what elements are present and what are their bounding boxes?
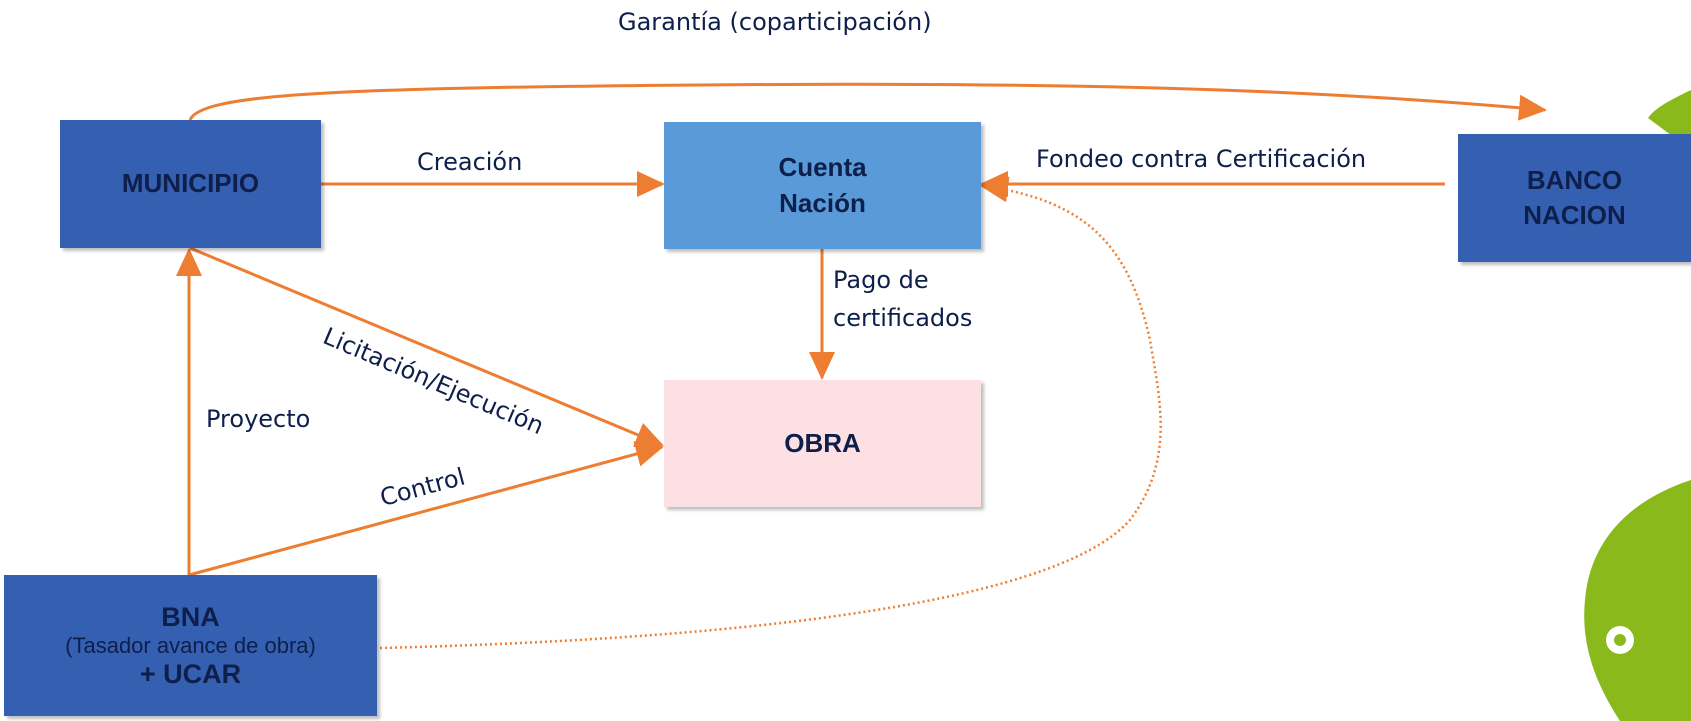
node-bna: BNA (Tasador avance de obra) + UCAR [4,575,377,716]
arrow-garantia [188,82,1547,121]
edge-label-proyecto: Proyecto [206,405,311,433]
node-banco-nacion: BANCO NACION [1458,134,1691,262]
arrow-licitacion [189,246,664,447]
node-municipio: MUNICIPIO [60,120,321,248]
node-obra-label: OBRA [784,427,861,458]
node-bna-label-2: (Tasador avance de obra) [65,632,316,658]
edge-label-garantia: Garantía (coparticipación) [618,8,932,36]
node-bna-label-1: BNA [161,601,220,632]
edge-label-pago-1: Pago de [833,266,929,294]
edge-label-fondeo: Fondeo contra Certificación [1036,145,1367,173]
arrow-dotted-bna-cuenta [379,176,1162,650]
edge-label-creacion: Creación [417,148,523,176]
node-banco-label-2: NACION [1523,200,1626,230]
edge-label-pago-2: certificados [833,304,973,332]
node-cuenta-label-2: Nación [779,187,866,218]
node-obra: OBRA [664,380,981,507]
arrow-control [188,441,664,577]
node-cuenta-label-1: Cuenta [778,152,867,183]
node-municipio-label: MUNICIPIO [121,168,260,199]
node-cuenta-nacion: Cuenta Nación [664,122,981,249]
node-banco-label-1: BANCO [1526,164,1623,195]
node-bna-label-3: + UCAR [139,658,242,689]
